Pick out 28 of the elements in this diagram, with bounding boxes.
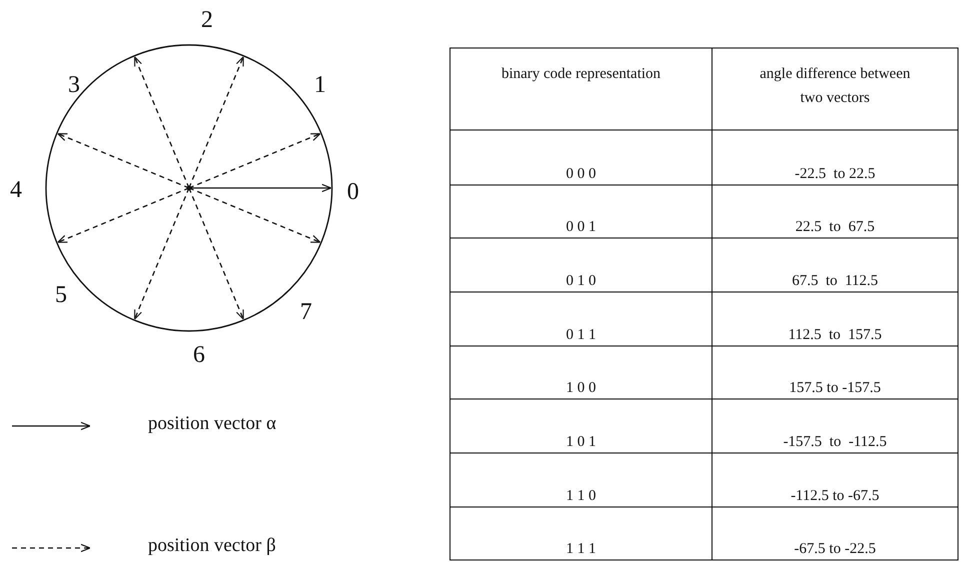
angle-range: -67.5 to -22.5 bbox=[793, 542, 877, 557]
circle-position-number: 6 bbox=[193, 343, 205, 367]
binary-code: 0 0 0 bbox=[565, 167, 597, 182]
binary-code: 1 0 0 bbox=[565, 381, 597, 396]
binary-code: 1 0 1 bbox=[565, 435, 597, 450]
circle-position-number: 0 bbox=[347, 180, 359, 204]
circle-position-number: 3 bbox=[68, 73, 80, 97]
legend-text: position vector β bbox=[148, 536, 276, 555]
angle-range: 22.5 to 67.5 bbox=[794, 220, 876, 235]
binary-code: 0 1 1 bbox=[565, 328, 597, 343]
circle-position-number: 2 bbox=[201, 8, 213, 32]
circle-position-number: 7 bbox=[300, 300, 312, 324]
binary-code: 1 1 0 bbox=[565, 489, 597, 504]
legend-text: position vector α bbox=[148, 414, 276, 433]
binary-code: 0 0 1 bbox=[565, 220, 597, 235]
circle-position-number: 1 bbox=[314, 73, 326, 97]
angle-range: 157.5 to -157.5 bbox=[788, 381, 882, 396]
binary-code: 1 1 1 bbox=[565, 542, 597, 557]
angle-range: -22.5 to 22.5 bbox=[794, 167, 876, 182]
column-header: binary code representation bbox=[500, 65, 662, 84]
circle-position-number: 5 bbox=[55, 283, 67, 307]
angle-range: 67.5 to 112.5 bbox=[790, 274, 880, 289]
angle-range: -157.5 to -112.5 bbox=[782, 435, 888, 450]
angle-range: 112.5 to 157.5 bbox=[787, 328, 883, 343]
binary-code: 0 1 0 bbox=[565, 274, 597, 289]
column-header: angle difference between two vectors bbox=[758, 65, 912, 108]
circle-position-number: 4 bbox=[10, 178, 22, 202]
angle-range: -112.5 to -67.5 bbox=[790, 489, 880, 504]
